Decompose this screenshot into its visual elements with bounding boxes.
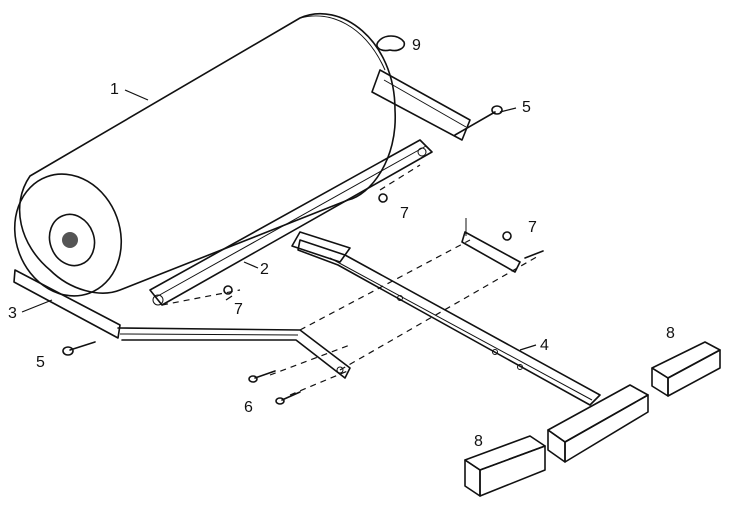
side-bar-left	[13, 269, 351, 379]
rear-side-bar	[371, 69, 471, 141]
bolt-upper	[454, 105, 503, 136]
callout-nut-upper: 7	[400, 205, 409, 222]
callout-roller-drum: 1	[110, 81, 119, 98]
nut-upper	[378, 193, 388, 203]
nut-bracket	[502, 231, 512, 241]
bolt-hitch-2	[275, 391, 301, 405]
callout-cap-left: 8	[474, 433, 483, 450]
callout-bolt-lower: 5	[36, 354, 45, 371]
callout-nut-lower: 7	[234, 301, 243, 318]
roller-drum	[13, 12, 396, 297]
callout-tow-bar: 4	[540, 337, 549, 354]
nut-lower	[223, 285, 233, 295]
bolt-bracket	[524, 250, 544, 259]
callout-cap-right: 8	[666, 325, 675, 342]
callout-side-bar-left: 3	[8, 305, 17, 322]
end-cap-right	[651, 341, 721, 397]
bolt-lower	[62, 341, 96, 356]
leader-lines	[21, 89, 537, 351]
callout-bolt-upper: 5	[522, 99, 531, 116]
assembly-lines	[161, 164, 541, 396]
tow-bar	[291, 231, 601, 406]
callout-plug: 9	[412, 37, 421, 54]
end-cap-left	[464, 435, 546, 497]
callout-nut-bracket: 7	[528, 219, 537, 236]
plug	[376, 35, 406, 52]
bolt-hitch-1	[248, 370, 276, 383]
hitch-bracket	[461, 218, 521, 273]
handle-tube	[547, 384, 649, 463]
callout-side-bar-right: 2	[260, 261, 269, 278]
side-bar-right	[149, 139, 433, 306]
callout-bolt-hitch: 6	[244, 399, 253, 416]
